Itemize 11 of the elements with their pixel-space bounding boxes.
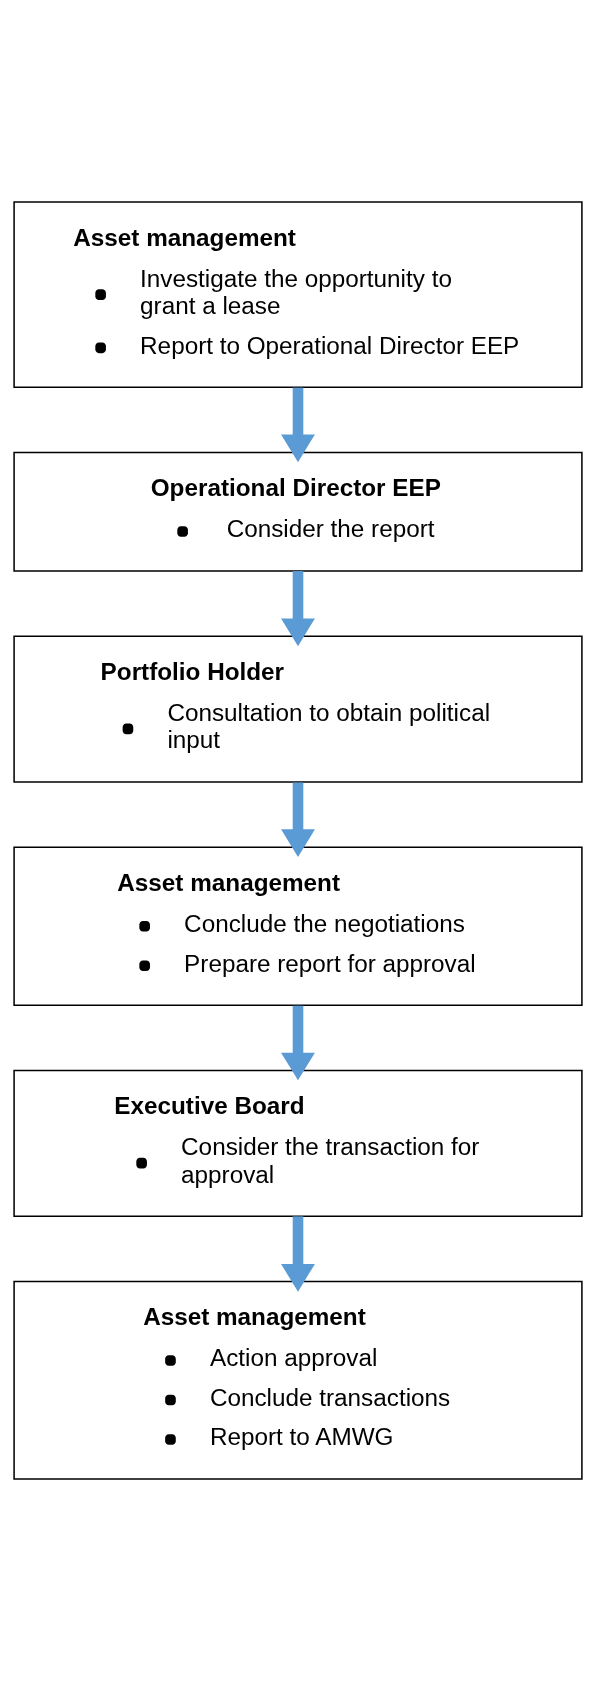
node-box: Asset management Investigate the opportunity to grant a lease Report to Operational Director EEP [13, 201, 583, 389]
arrow [281, 387, 315, 463]
node-box: Asset management Action approval Conclude transactions Report to AMWG [13, 1280, 583, 1480]
node-box: Operational Director EEP Consider the report [13, 451, 583, 572]
arrow [281, 782, 315, 857]
arrow [281, 1005, 315, 1081]
arrow [281, 571, 315, 647]
node-box: Asset management Conclude the negotiations Prepare report for approval [13, 846, 583, 1006]
node-box: Portfolio Holder Consultation to obtain political input [13, 635, 583, 783]
arrow [281, 1216, 315, 1292]
node-box: Executive Board Consider the transaction for approval [13, 1069, 583, 1218]
